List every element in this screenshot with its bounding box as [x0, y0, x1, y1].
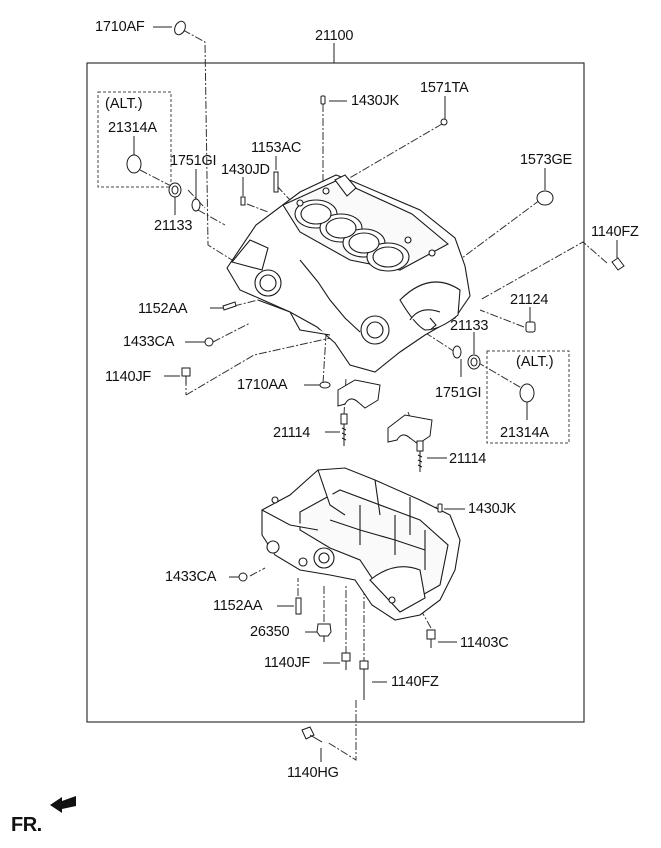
bolt-1140JF-bottom — [341, 652, 351, 662]
bolt-1140FZ-right — [611, 257, 625, 271]
callout-1433CA-top: 1433CA — [123, 334, 175, 350]
alt-label-right: (ALT.) — [516, 354, 554, 370]
callout-21133-right: 21133 — [450, 318, 489, 334]
callout-1140FZ-right: 1140FZ — [591, 224, 639, 240]
callout-21314A-left: 21314A — [108, 120, 157, 136]
callout-1140HG: 1140HG — [287, 765, 339, 781]
bolt-21114-right — [416, 440, 424, 472]
callout-1751GI-right: 1751GI — [435, 385, 482, 401]
callout-11403C: 11403C — [460, 635, 509, 651]
callout-1140JF-bottom: 1140JF — [264, 655, 311, 671]
alt-box-left — [97, 91, 172, 188]
callout-21100: 21100 — [315, 28, 354, 44]
callout-21133-left: 21133 — [154, 218, 193, 234]
callout-1152AA-top: 1152AA — [138, 301, 188, 317]
assembly-frame — [86, 62, 585, 723]
plug-1571TA — [440, 118, 448, 126]
callout-1430JK-bottom: 1430JK — [468, 501, 516, 517]
gasket-1751GI-right — [452, 345, 462, 359]
callout-26350: 26350 — [250, 624, 290, 640]
dowel-1430JK-bottom — [437, 503, 443, 513]
sensor-26350 — [316, 623, 332, 637]
alt-label-left: (ALT.) — [105, 96, 143, 112]
plug-1573GE — [536, 190, 554, 206]
stud-1152AA-bottom — [295, 597, 302, 615]
callout-21114-left: 21114 — [273, 425, 311, 441]
gasket-1751GI-left — [191, 198, 201, 212]
callout-1710AF: 1710AF — [95, 19, 145, 35]
bolt-1140FZ-bottom — [359, 660, 369, 670]
stud-1152AA-top — [222, 301, 237, 311]
dowel-1430JK-top — [320, 95, 326, 105]
callout-21314A-right: 21314A — [500, 425, 549, 441]
callout-1153AC: 1153AC — [251, 140, 302, 156]
lower-crankcase — [261, 467, 461, 621]
bolt-21114-left — [340, 413, 348, 446]
callout-1140FZ-bottom: 1140FZ — [391, 674, 439, 690]
bolt-11403C — [426, 629, 436, 640]
plug-21314A-right — [519, 383, 535, 403]
bearing-cap-right — [387, 414, 433, 445]
callout-1433CA-bottom: 1433CA — [165, 569, 217, 585]
front-orientation-label: FR. — [11, 814, 42, 836]
callout-1710AA: 1710AA — [237, 377, 288, 393]
o-ring-1710AA — [319, 381, 331, 389]
plug-1433CA-top — [204, 337, 214, 347]
callout-1751GI-left: 1751GI — [170, 153, 217, 169]
cylinder-block — [226, 174, 471, 373]
dowel-1430JD — [240, 196, 246, 206]
bolt-1140HG — [301, 726, 315, 740]
bearing-cap-left — [337, 379, 381, 409]
plug-1433CA-bottom — [238, 572, 248, 582]
front-direction-arrow-icon — [50, 796, 76, 813]
stud-1153AC — [273, 171, 279, 193]
callout-1152AA-bottom: 1152AA — [213, 598, 263, 614]
callout-1140JF-top: 1140JF — [105, 369, 152, 385]
callout-21114-right: 21114 — [449, 451, 487, 467]
o-ring-1710AF — [174, 20, 186, 36]
callout-1571TA: 1571TA — [420, 80, 469, 96]
pin-21124 — [525, 321, 536, 333]
callout-1573GE: 1573GE — [520, 152, 573, 168]
alt-box-right — [486, 350, 570, 444]
plug-21314A-left — [126, 154, 142, 174]
bolt-1140JF-top — [181, 367, 191, 377]
callout-21124: 21124 — [510, 292, 549, 308]
callout-1430JD: 1430JD — [221, 162, 270, 178]
callout-1430JK-top: 1430JK — [351, 93, 399, 109]
